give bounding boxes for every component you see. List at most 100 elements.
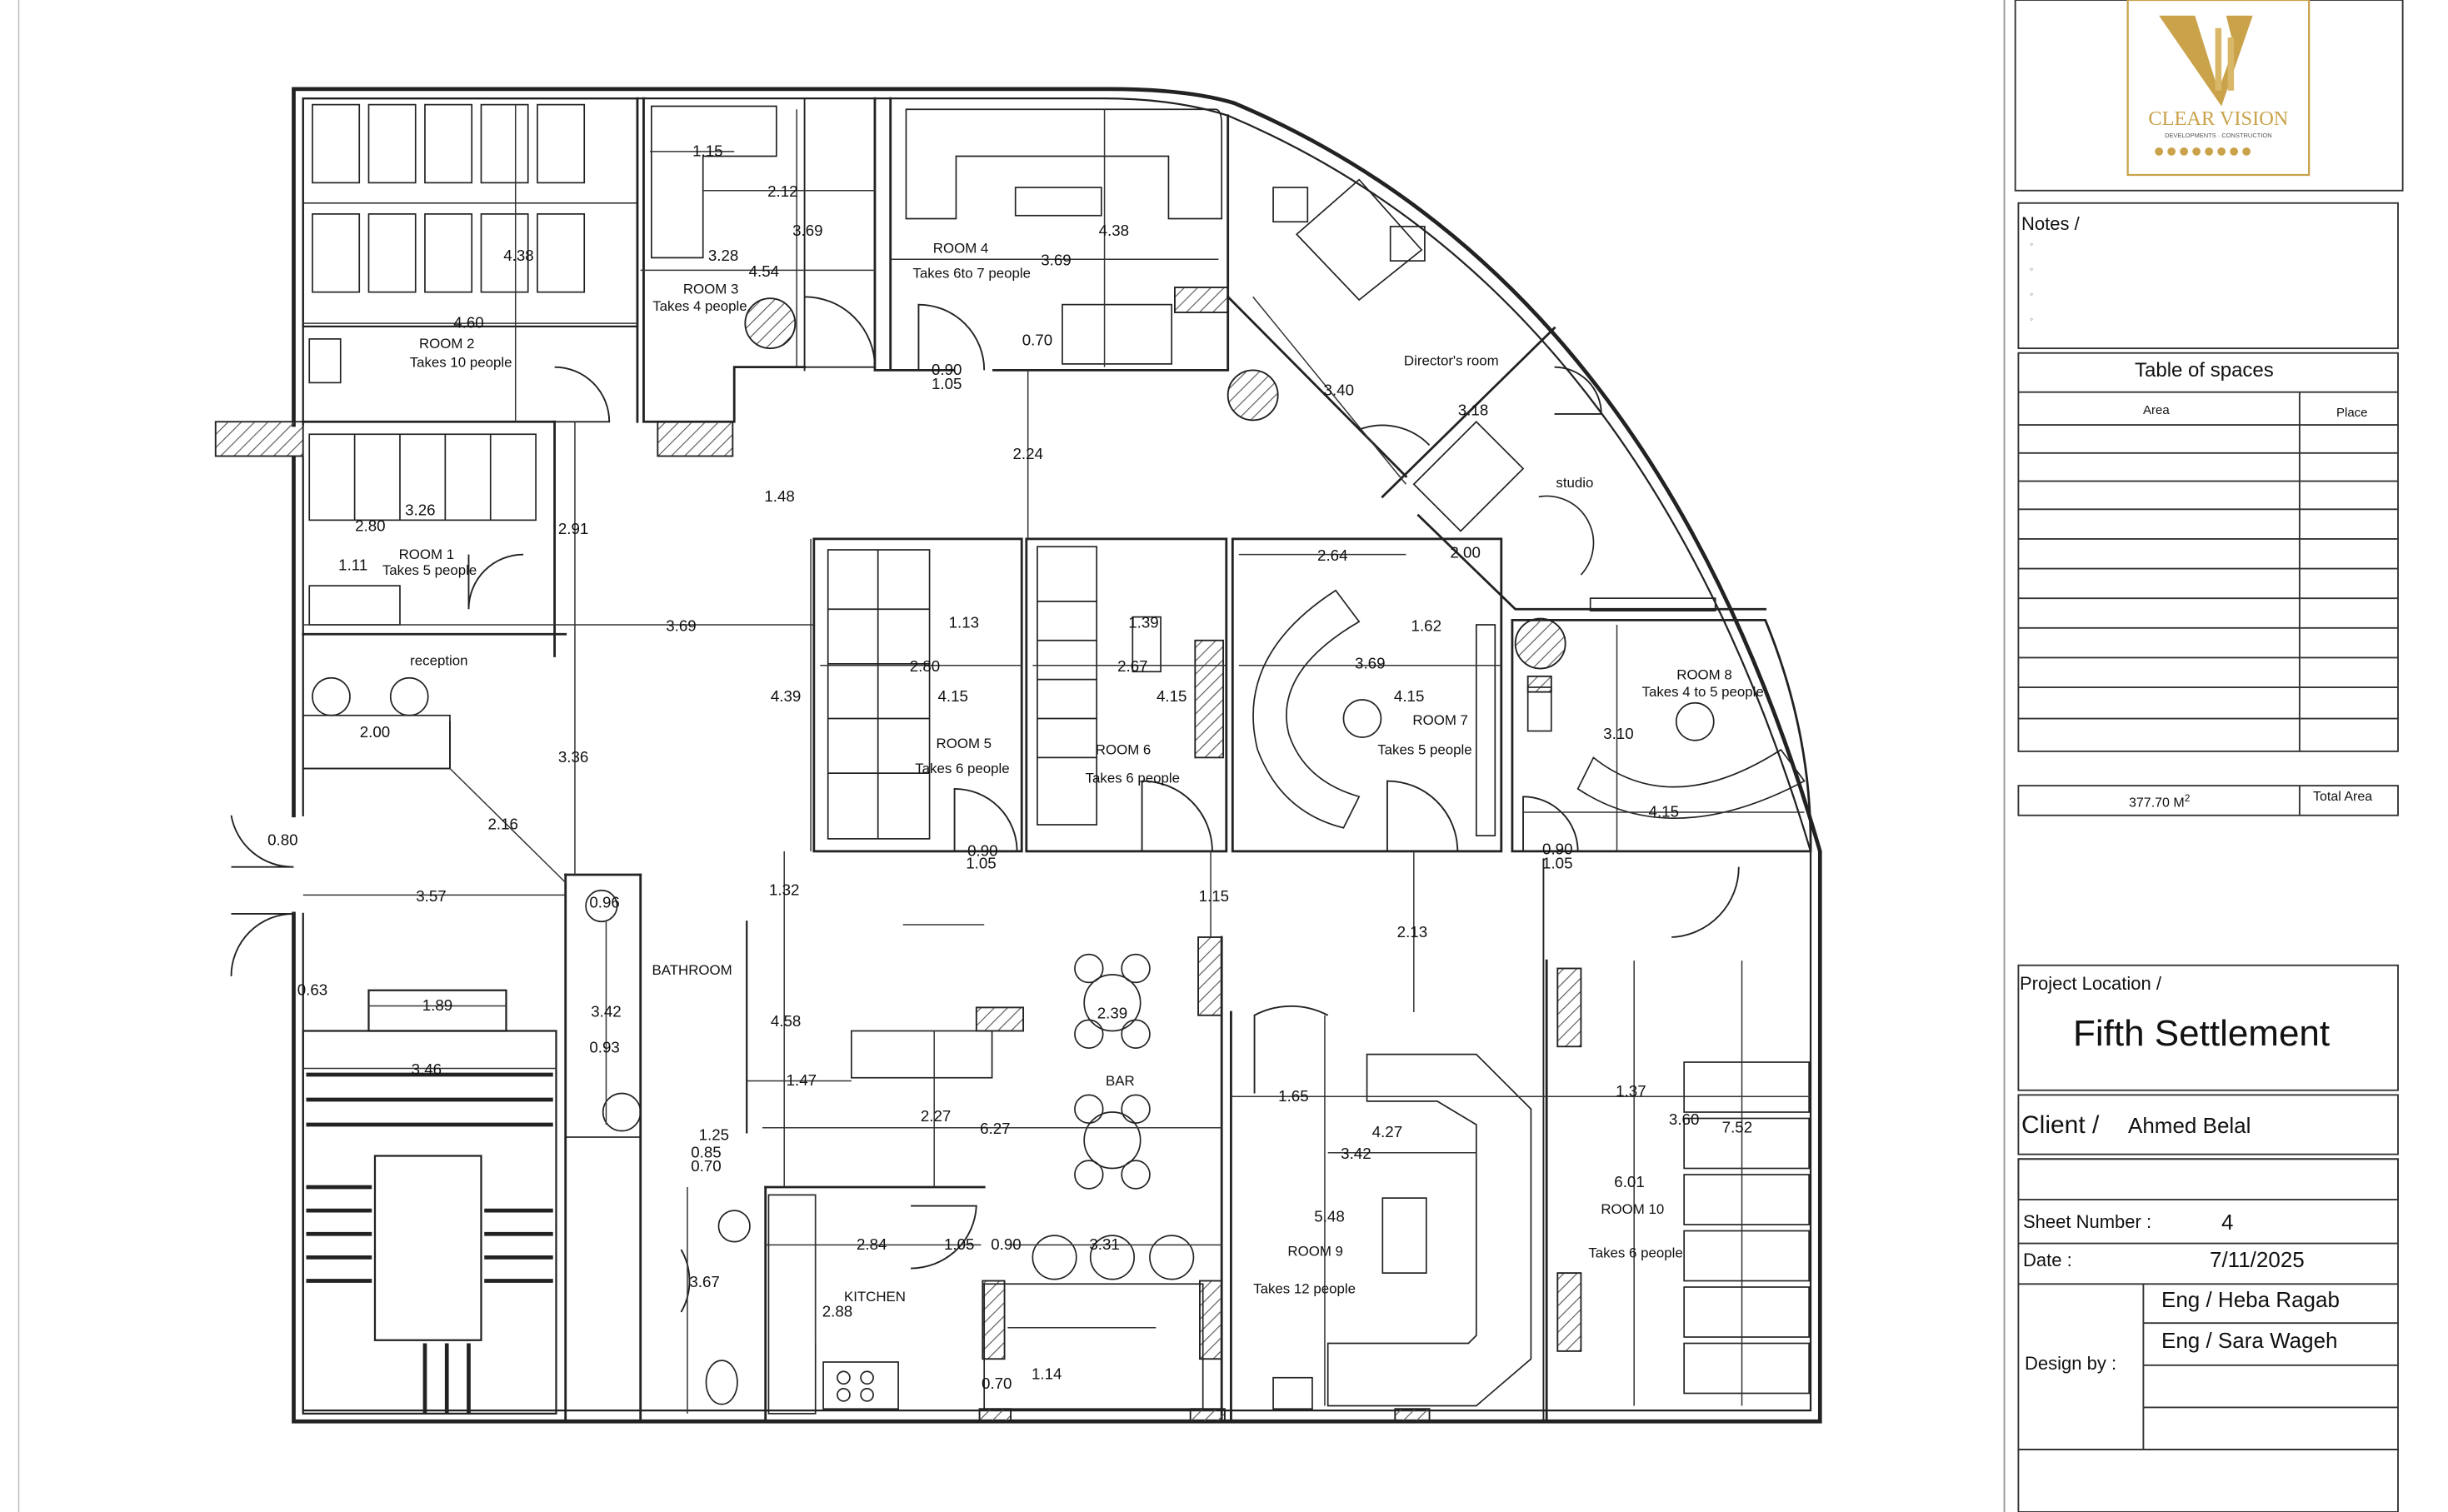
dim-label: 5.48 <box>1314 1207 1344 1225</box>
dim-label: 0.90 <box>1542 841 1572 858</box>
designer-name: Eng / Sara Wageh <box>2161 1328 2338 1353</box>
dim-label: 1.39 <box>1128 614 1158 631</box>
wall-room7 <box>1231 537 1503 853</box>
spaces-title: Table of spaces <box>2135 359 2274 382</box>
dim-label: 1.89 <box>422 996 452 1014</box>
notes-bullet: ◦ <box>2030 288 2034 300</box>
dim-label: 0.70 <box>1022 331 1052 348</box>
dim-label: 1.15 <box>1199 887 1229 905</box>
outer-walls <box>292 87 1822 1424</box>
dim-label: 1.11 <box>338 556 367 573</box>
dim-label: 3.69 <box>666 616 696 634</box>
dim-label: 1.62 <box>1411 616 1441 634</box>
date-value: 7/11/2025 <box>2210 1247 2305 1272</box>
dim-label: 1.47 <box>787 1071 817 1089</box>
dim-label: 2.13 <box>1397 923 1427 941</box>
room-name: ROOM 3 <box>683 281 739 297</box>
logo-icon: CLEAR VISION DEVELOPMENTS · CONSTRUCTION <box>2126 0 2311 177</box>
stair-treads <box>306 1072 553 1414</box>
dim-label: 1.05 <box>966 854 996 871</box>
client-label: Client / <box>2021 1111 2100 1139</box>
doors <box>230 296 1740 1313</box>
dim-label: 3.42 <box>1341 1145 1371 1162</box>
dim-label: 3.69 <box>1355 654 1385 671</box>
dim-label: 2.67 <box>1117 657 1147 675</box>
dim-label: 3.18 <box>1458 402 1488 419</box>
room-capacity: Takes 6 people <box>1086 770 1180 786</box>
total-area-number: 377.70 M <box>2129 796 2185 811</box>
dim-label: 3.60 <box>1669 1110 1699 1128</box>
notes-title: Notes / <box>2021 213 2080 234</box>
dim-label: 0.96 <box>589 893 619 911</box>
sheet-number: 4 <box>2221 1210 2234 1235</box>
dim-label: 3.69 <box>1041 252 1071 269</box>
dim-label: 3.42 <box>591 1003 621 1020</box>
total-area-label: Total Area <box>2313 790 2373 804</box>
room-name: Director's room <box>1404 353 1499 369</box>
dim-label: 0.63 <box>297 981 327 998</box>
dim-label: 3.36 <box>558 748 588 766</box>
dim-label: 2.64 <box>1317 546 1347 564</box>
dim-label: 1.05 <box>932 375 962 392</box>
room-name: ROOM 4 <box>933 241 989 257</box>
room-name: ROOM 9 <box>1287 1243 1343 1259</box>
dim-label: 3.28 <box>708 247 738 264</box>
wall-room6 <box>1025 537 1228 853</box>
room-capacity: Takes 6 people <box>915 761 1009 776</box>
dim-label: 7.52 <box>1722 1118 1752 1135</box>
client-name: Ahmed Belal <box>2128 1113 2251 1138</box>
dim-label: 4.15 <box>937 687 967 705</box>
dim-label: 2.12 <box>767 182 797 200</box>
room-name: ROOM 5 <box>937 736 992 751</box>
dim-label: 4.54 <box>749 262 779 280</box>
dim-label: 2.91 <box>558 520 588 537</box>
dim-label: 6.27 <box>980 1120 1010 1137</box>
dim-label: 3.67 <box>689 1273 719 1290</box>
dim-label: 4.15 <box>1649 803 1679 821</box>
room-capacity: Takes 5 people <box>1377 742 1471 758</box>
dim-label: 2.27 <box>921 1107 951 1125</box>
dim-label: 0.93 <box>589 1039 619 1056</box>
dim-label: 1.05 <box>1542 854 1572 871</box>
notes-bullet: ◦ <box>2030 263 2034 275</box>
room-capacity: Takes 6to 7 people <box>912 266 1031 282</box>
dim-label: 2.24 <box>1012 445 1042 462</box>
dim-label: 1.25 <box>699 1126 729 1144</box>
room-name: BATHROOM <box>652 962 732 978</box>
dim-label: 1.15 <box>692 142 722 159</box>
logo-brand: CLEAR VISION <box>2148 107 2288 130</box>
designer-name: Eng / Heba Ragab <box>2161 1287 2340 1312</box>
room-name: ROOM 7 <box>1412 712 1468 728</box>
dim-label: 1.32 <box>769 881 799 898</box>
room-name: BAR <box>1106 1073 1135 1089</box>
dim-label: 3.31 <box>1089 1235 1119 1253</box>
furniture <box>302 103 1811 1415</box>
room-name: studio <box>1556 475 1593 491</box>
room-capacity: Takes 12 people <box>1253 1280 1356 1296</box>
notes-bullet: ◦ <box>2030 313 2034 325</box>
dim-label: 0.80 <box>267 831 297 848</box>
notes-bullet: ◦ <box>2030 238 2034 250</box>
room-name: ROOM 1 <box>399 546 455 562</box>
title-block-frame <box>2014 0 2404 1512</box>
spaces-col-area: Area <box>2143 403 2170 417</box>
dim-label: 2.80 <box>910 657 940 675</box>
dim-label: 1.65 <box>1278 1087 1308 1105</box>
dim-label: 0.90 <box>932 361 962 378</box>
room-capacity: Takes 4 people <box>652 298 747 314</box>
project-location-label: Project Location / <box>2020 973 2161 994</box>
room-capacity: Takes 5 people <box>382 562 477 578</box>
spaces-col-place: Place <box>2336 406 2368 420</box>
dim-label: 0.70 <box>691 1157 721 1175</box>
dim-label: 3.46 <box>412 1060 442 1078</box>
dim-label: 2.00 <box>1450 543 1480 561</box>
room-name: ROOM 8 <box>1676 667 1732 683</box>
dim-label: 4.39 <box>771 687 801 705</box>
dim-label: 2.39 <box>1097 1004 1127 1021</box>
dim-label: 3.69 <box>792 222 822 239</box>
dim-label: 4.38 <box>1099 222 1129 239</box>
dimension-labels: 1.15 2.12 3.69 4.38 3.28 4.54 3.69 4.38 … <box>267 142 1752 1391</box>
logo-tagline: DEVELOPMENTS · CONSTRUCTION <box>2165 132 2271 139</box>
dim-label: 1.14 <box>1032 1365 1062 1383</box>
dim-label: 2.88 <box>822 1303 852 1320</box>
